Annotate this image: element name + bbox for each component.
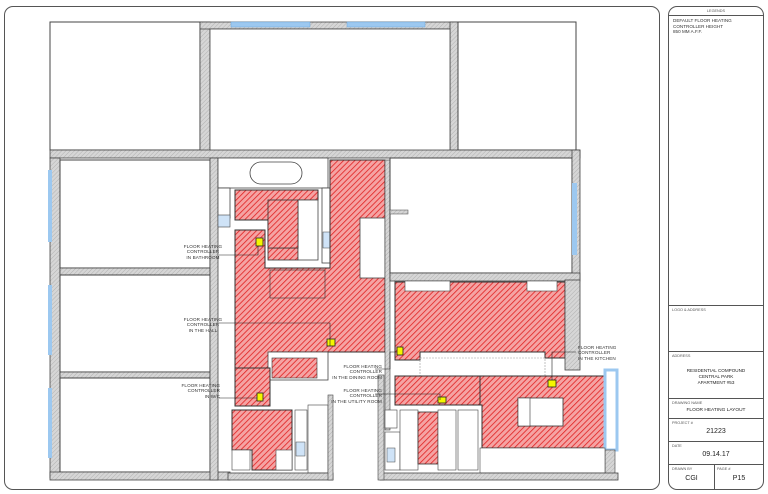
logo-section: LOGO & ADDRESS [669, 305, 763, 351]
room-top-right [457, 21, 577, 151]
callout-line: FLOOR HEATING [343, 388, 382, 393]
window [572, 183, 577, 255]
callout-line: IN THE HALL [188, 327, 218, 333]
page-label: PAGE # [717, 467, 731, 471]
legend-line: DEFAULT FLOOR HEATING [673, 18, 732, 23]
callout-line: CONTROLLER [349, 369, 382, 375]
address-label: ADDRESS [672, 354, 691, 358]
address-line: CENTRAL PARK [698, 374, 734, 379]
callout-line: CONTROLLER [186, 322, 220, 328]
callout-dining: FLOOR HEATING CONTROLLER IN THE DINING R… [320, 364, 382, 380]
window [603, 368, 619, 452]
legend-header: LEGENDS [669, 7, 763, 16]
heated-zone-laundry [417, 411, 439, 465]
callout-line: FLOOR HEATING [183, 317, 223, 322]
callout-line: CONTROLLER [187, 388, 220, 394]
drawing-name-section: DRAWING NAME FLOOR HEATING LAYOUT [669, 398, 763, 418]
heated-zone-wc [234, 367, 271, 407]
callout-line: FLOOR HEATING [578, 345, 617, 350]
callout-line: IN THE UTILITY ROOM [331, 398, 382, 404]
window [48, 388, 52, 458]
walls-top-center [199, 21, 461, 155]
room-right-middle [389, 157, 573, 274]
drain-icon [295, 441, 306, 457]
drawing-name-value: FLOOR HEATING LAYOUT [686, 408, 746, 413]
address-line: RESIDENTIAL COMPOUND [686, 368, 746, 373]
project-value: 21223 [706, 428, 726, 435]
callout-line: IN W/C [204, 393, 220, 399]
controller-icon-utility [437, 396, 447, 404]
page-value: P15 [732, 475, 746, 482]
callout-wc: FLOOR HEATING CONTROLLER IN W/C [150, 383, 220, 399]
callout-line: IN BATHROOM [186, 254, 220, 260]
project-section: PROJECT # 21223 [669, 418, 763, 441]
legend-text: DEFAULT FLOOR HEATING CONTROLLER HEIGHT … [673, 18, 732, 35]
window [346, 21, 426, 28]
leader-lines [219, 246, 576, 400]
controller-icon-dining [396, 346, 404, 356]
legend-line: 850 MM A.F.F. [673, 29, 703, 34]
drawn-by-page-section: DRAWN BY CGI PAGE # P15 [669, 464, 763, 489]
callout-line: FLOOR HEATING [181, 383, 220, 388]
drawn-by-value: CGI [685, 475, 698, 482]
callout-line: CONTROLLER [186, 249, 220, 255]
date-label: DATE [672, 444, 682, 448]
logo-label: LOGO & ADDRESS [672, 308, 706, 312]
callout-line: CONTROLLER [578, 350, 611, 356]
window [48, 285, 52, 355]
controller-icon-wc [256, 392, 264, 402]
room-left-1 [59, 159, 211, 269]
callout-line: CONTROLLER [349, 393, 382, 399]
callout-utility: FLOOR HEATING CONTROLLER IN THE UTILITY … [320, 388, 382, 404]
title-block: LEGENDS DEFAULT FLOOR HEATING CONTROLLER… [668, 6, 764, 490]
drawn-by-cell: DRAWN BY CGI [669, 465, 715, 489]
window [230, 21, 311, 28]
callout-kitchen: FLOOR HEATING CONTROLLER IN THE KITCHEN [578, 345, 648, 361]
drain-icon [386, 447, 396, 463]
callout-bathroom: FLOOR HEATING CONTROLLER IN BATHROOM [168, 244, 238, 260]
address-line: APARTMENT #53 [697, 380, 735, 385]
drawing-name-label: DRAWING NAME [672, 401, 703, 405]
callout-line: FLOOR HEATING [343, 364, 382, 369]
heated-zone-kitchen [394, 281, 566, 361]
date-value: 09.14.17 [702, 451, 730, 458]
room-top-left [49, 21, 201, 151]
drain-icon [217, 214, 231, 228]
callout-line: IN THE KITCHEN [578, 355, 616, 361]
bathtub-icon [249, 161, 303, 185]
controller-icon-bathroom [255, 237, 264, 247]
callout-line: IN THE DINING ROOM [332, 374, 382, 380]
heated-zone-utility [394, 375, 481, 406]
callout-line: FLOOR HEATING [183, 244, 223, 249]
controller-icon-hall [326, 338, 336, 347]
callout-hall: FLOOR HEATING CONTROLLER IN THE HALL [168, 317, 238, 333]
drawn-by-label: DRAWN BY [672, 467, 693, 471]
page-cell: PAGE # P15 [714, 465, 763, 489]
address-section: ADDRESS RESIDENTIAL COMPOUND CENTRAL PAR… [669, 351, 763, 398]
legend-line: CONTROLLER HEIGHT [673, 23, 724, 29]
window [48, 170, 52, 242]
date-section: DATE 09.14.17 [669, 441, 763, 464]
controller-icon-kitchen [547, 379, 557, 388]
project-label: PROJECT # [672, 421, 693, 425]
address-value: RESIDENTIAL COMPOUND CENTRAL PARK APARTM… [669, 368, 763, 386]
drawing-frame [4, 6, 660, 490]
